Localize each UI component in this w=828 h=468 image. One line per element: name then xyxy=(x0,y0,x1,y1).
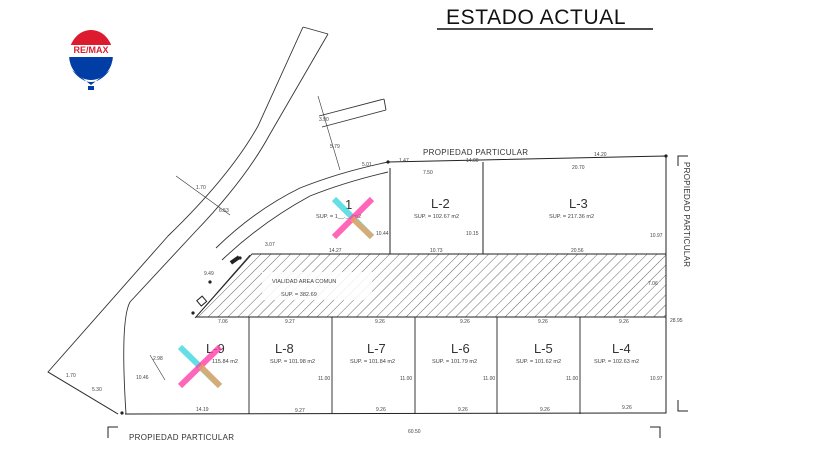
dim-bt-2: 9.27 xyxy=(285,319,295,325)
lot-label-l8: L-8 xyxy=(275,341,294,356)
property-label-right: PROPIEDAD PARTICULAR xyxy=(682,162,691,267)
lot-area-l5: SUP. = 101.62 m2 xyxy=(516,359,561,365)
watermark-mark-1 xyxy=(331,196,375,240)
lot-area-l6: SUP. = 101.79 m2 xyxy=(432,359,477,365)
lot-label-l1: 1 xyxy=(345,197,352,212)
access-road xyxy=(47,26,389,415)
common-area-hatch xyxy=(194,253,667,318)
dim-h-2: 11.00 xyxy=(400,376,412,382)
lot-area-l2: SUP. = 102.67 m2 xyxy=(414,214,459,220)
watermark-mark-2 xyxy=(177,344,223,389)
lot-area-l9: 115.84 m2 xyxy=(212,359,238,365)
property-label-bottom: PROPIEDAD PARTICULAR xyxy=(129,433,234,442)
dim-mid-2: 10.44 xyxy=(376,231,389,237)
dim-road-6: 10.46 xyxy=(136,375,149,381)
dim-bb-1: 14.19 xyxy=(196,407,209,413)
logo-text: RE/MAX xyxy=(73,45,108,55)
dim-h-3: 11.00 xyxy=(483,376,495,382)
dim-total-bottom: 60.50 xyxy=(408,429,421,435)
dim-bb-4: 9.26 xyxy=(458,407,468,413)
corner-marks xyxy=(107,155,688,438)
dim-bb-6: 9.26 xyxy=(622,405,632,411)
dim-h-5: 10.97 xyxy=(650,376,663,382)
lot-label-l7: L-7 xyxy=(367,341,386,356)
dim-bb-5: 9.26 xyxy=(540,407,550,413)
dim-top-5: 1.47 xyxy=(399,158,409,164)
lot-area-l7: SUP. = 101.84 m2 xyxy=(350,359,395,365)
lot-label-l5: L-5 xyxy=(534,341,553,356)
dim-top-3: 20.70 xyxy=(572,165,585,171)
lot-label-l2: L-2 xyxy=(431,196,450,211)
dim-mid-1: 14.27 xyxy=(329,248,342,254)
property-label-top: PROPIEDAD PARTICULAR xyxy=(423,148,528,157)
dim-road-7: 3.07 xyxy=(265,242,275,248)
dim-road-4: 5.30 xyxy=(92,387,102,393)
dim-top-4: 14.20 xyxy=(594,152,607,158)
dim-bb-3: 9.26 xyxy=(376,407,386,413)
lot-area-l1: SUP. = 1__.__ m2 xyxy=(316,214,361,220)
survey-markers xyxy=(120,154,668,415)
lot-area-l4: SUP. = 102.63 m2 xyxy=(594,359,639,365)
dim-mid-6: 20.56 xyxy=(571,248,584,254)
dim-top-2: 14.00 xyxy=(466,158,479,164)
lot-label-l6: L-6 xyxy=(451,341,470,356)
common-area-label: VIALIDAD AREA COMUN xyxy=(272,279,336,285)
dimension-labels: 7.50 14.00 20.70 14.20 1.47 14.27 10.44 … xyxy=(66,117,683,435)
dim-h-1: 11.00 xyxy=(318,376,330,382)
dim-bt-5: 9.26 xyxy=(538,319,548,325)
dim-misc-4: 2.98 xyxy=(153,356,163,362)
dim-bt-1: 7.06 xyxy=(218,319,228,325)
page-title: ESTADO ACTUAL xyxy=(446,6,626,29)
lot-label-l3: L-3 xyxy=(569,196,588,211)
lot-area-l3: SUP. = 217.36 m2 xyxy=(549,214,594,220)
dim-mid-4: 10.73 xyxy=(430,248,443,254)
dim-bt-4: 9.26 xyxy=(460,319,470,325)
dim-mid-3: 10.15 xyxy=(466,231,479,237)
dim-bt-6: 9.26 xyxy=(619,319,629,325)
dim-top-1: 7.50 xyxy=(423,170,433,176)
dim-road-2: 5.79 xyxy=(330,144,340,150)
dim-misc-3: 9.49 xyxy=(204,271,214,277)
dim-road-5: 6.53 xyxy=(219,208,229,214)
remax-balloon-logo: RE/MAX xyxy=(69,30,113,90)
lot-area-l8: SUP. = 101.98 m2 xyxy=(270,359,315,365)
dim-bt-7: 28.95 xyxy=(670,318,683,324)
dim-bt-3: 9.26 xyxy=(375,319,385,325)
dim-misc-1: 3.90 xyxy=(319,117,329,123)
lot-label-l4: L-4 xyxy=(612,341,631,356)
dim-road-3: 1.70 xyxy=(66,373,76,379)
lot-dividers xyxy=(248,317,581,414)
common-area-sup: SUP. = 382.69 xyxy=(281,292,317,298)
dim-mid-5: 10.97 xyxy=(650,233,663,239)
dim-road-8: 7.06 xyxy=(648,281,658,287)
dim-h-4: 11.00 xyxy=(566,376,578,382)
dim-bb-2: 9.27 xyxy=(295,408,305,414)
dim-road-1: 1.70 xyxy=(196,185,206,191)
dim-misc-2: 5.01 xyxy=(362,162,372,168)
